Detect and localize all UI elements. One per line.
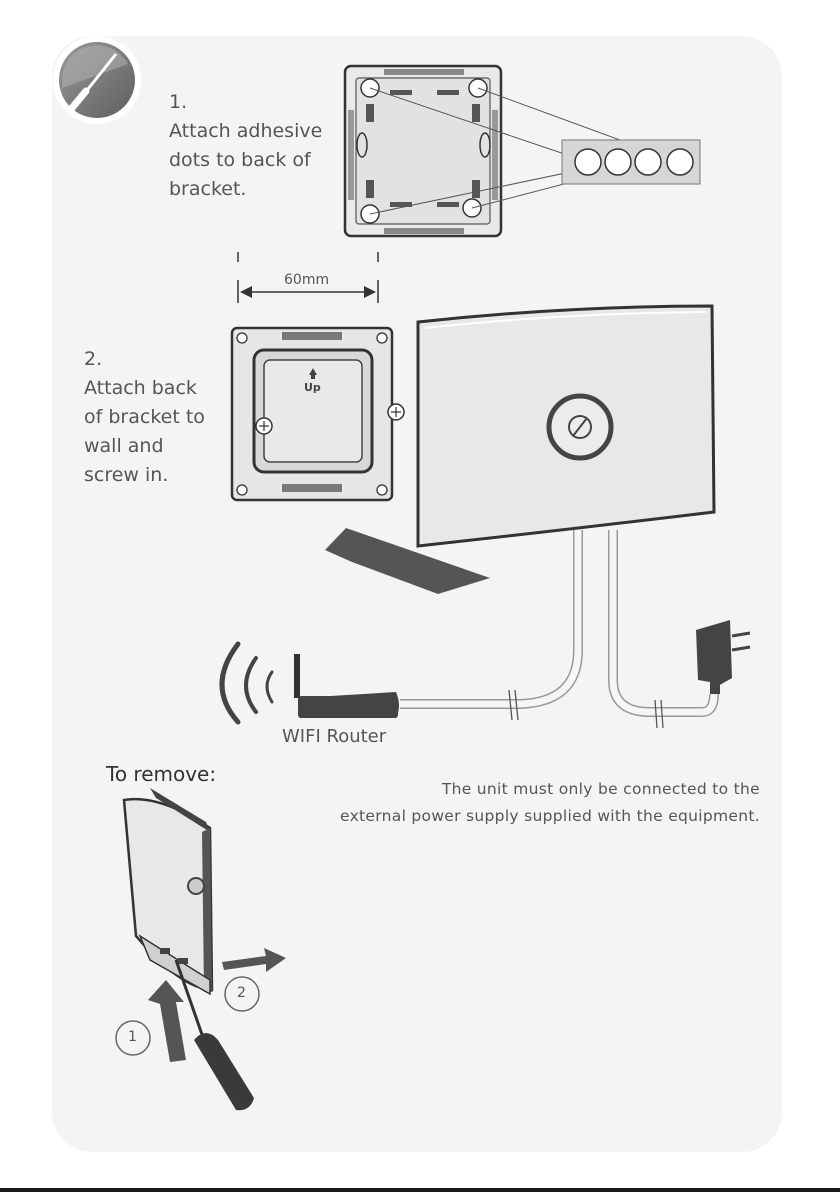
push-arrow-icon [148,980,186,1062]
step-2-number: 2. [84,345,205,374]
up-label: Up [304,381,321,394]
router-label: WIFI Router [282,726,386,747]
device-cables [400,530,714,728]
wifi-router-icon [294,654,399,718]
removal-step-1-label: 1 [128,1029,137,1045]
removal-device-diagram [124,788,212,994]
step-2-instructions: 2. Attach back of bracket to wall and sc… [84,345,205,490]
power-supply-notice: The unit must only be connected to the e… [240,776,760,830]
step-2-text: Attach back of bracket to wall and screw… [84,374,205,490]
step-1-instructions: 1. Attach adhesive dots to back of brack… [169,88,322,204]
notice-line-1: The unit must only be connected to the [240,776,760,803]
power-adapter-icon [696,620,750,694]
bracket-back-diagram [345,66,501,236]
remove-title: To remove: [106,762,216,786]
dimension-label: 60mm [284,272,329,288]
removal-step-2-label: 2 [237,985,246,1001]
device-front-panel [418,306,714,546]
pull-arrow-icon [222,948,286,972]
step-1-number: 1. [169,88,322,117]
bracket-front-diagram [232,328,404,500]
wifi-signal-icon [222,644,272,722]
notice-line-2: external power supply supplied with the … [240,803,760,830]
screwdriver-badge-icon [53,36,141,124]
step-1-text: Attach adhesive dots to back of bracket. [169,117,322,204]
